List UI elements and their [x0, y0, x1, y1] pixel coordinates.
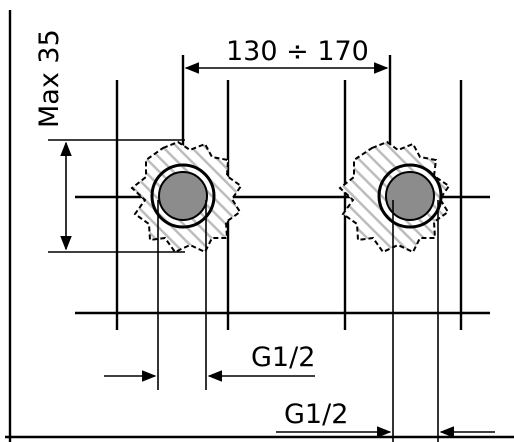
- depth-dimension: Max 35: [34, 29, 185, 253]
- right-pipe: [385, 171, 435, 221]
- wall-frame: [5, 10, 514, 442]
- left-pipe: [158, 171, 208, 221]
- left-thread-label: G1/2: [251, 342, 315, 373]
- right-pipe-connection: [338, 140, 451, 254]
- spacing-dimension: 130 ÷ 170: [184, 36, 389, 74]
- depth-label: Max 35: [34, 29, 65, 128]
- right-thread-label: G1/2: [284, 399, 348, 430]
- right-thread-dimension: G1/2: [276, 200, 495, 442]
- left-thread-dimension: G1/2: [104, 200, 315, 390]
- spacing-label: 130 ÷ 170: [226, 36, 369, 67]
- left-pipe-connection: [130, 140, 243, 254]
